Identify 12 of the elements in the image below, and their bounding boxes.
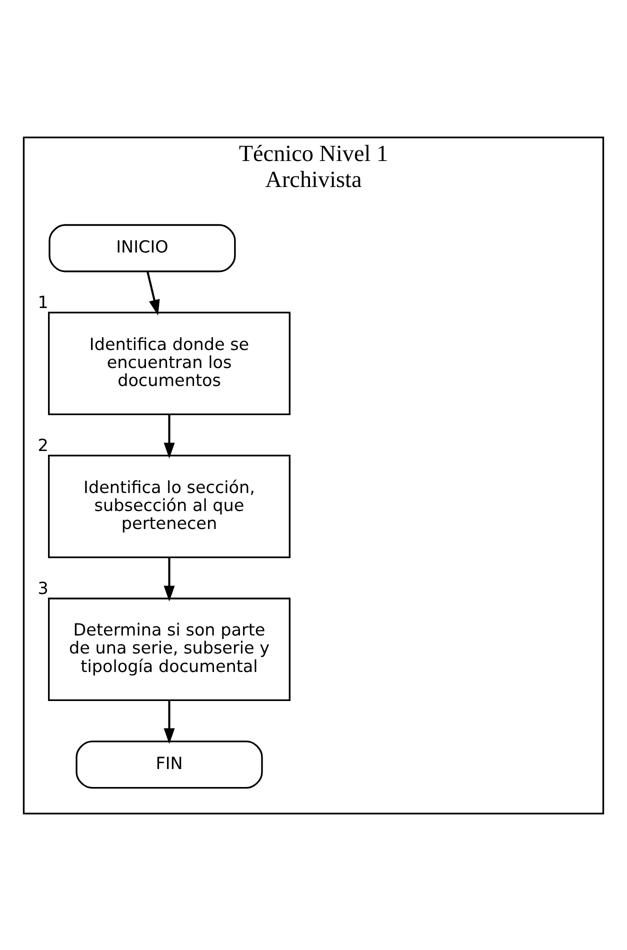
node-box: Identifica lo sección, subsección al que pertenecen — [48, 454, 291, 558]
node-label: 1 — [38, 291, 48, 312]
node-box: INICIO — [48, 224, 236, 272]
node-box: Determina si son parte de una serie, subserie y tipología documental — [48, 597, 291, 701]
arrow — [164, 700, 175, 744]
arrow — [164, 557, 175, 601]
arrow — [146, 271, 160, 315]
node-box: Identifica donde se encuentran los documentos — [48, 311, 291, 415]
node-box: FIN — [76, 740, 263, 788]
arrow — [164, 414, 175, 458]
node-label: 3 — [38, 577, 48, 598]
node-label: 2 — [38, 434, 48, 454]
